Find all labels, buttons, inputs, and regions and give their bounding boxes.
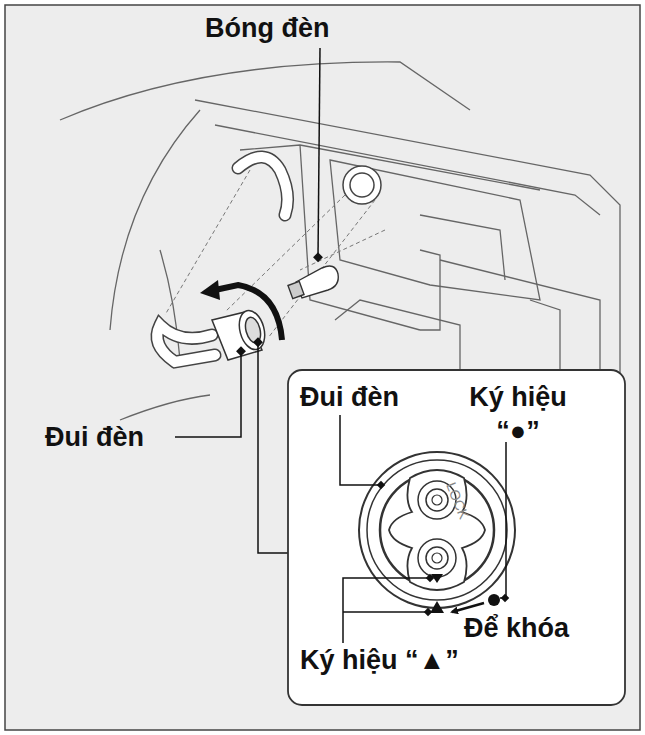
inset-box bbox=[288, 370, 625, 705]
leader-dot bbox=[377, 481, 509, 616]
leader-line bbox=[340, 415, 506, 643]
socket-detail bbox=[359, 452, 515, 608]
guide-line bbox=[300, 230, 385, 270]
mark-label: Ký hiệu “▲” bbox=[300, 644, 620, 678]
rotation-arrow bbox=[215, 285, 282, 340]
socket-hole bbox=[343, 166, 381, 204]
socket-detail bbox=[426, 547, 448, 569]
wire bbox=[238, 157, 288, 215]
body-sketch bbox=[335, 300, 460, 370]
part-label: Đui đèn bbox=[45, 421, 180, 455]
body-sketch bbox=[110, 110, 200, 330]
outer-frame bbox=[5, 5, 640, 730]
socket-hole bbox=[343, 166, 381, 204]
body-sketch bbox=[420, 215, 505, 280]
leader-line bbox=[258, 343, 288, 553]
body-sketch bbox=[60, 62, 620, 420]
lamp-socket bbox=[235, 308, 269, 353]
action-label: Để khóa bbox=[464, 612, 614, 646]
leader-dot bbox=[253, 337, 263, 347]
leader-dot bbox=[377, 481, 385, 489]
leader-line bbox=[175, 343, 288, 553]
leader-line bbox=[313, 48, 323, 262]
mark-label: Ký hiệu “●” bbox=[462, 381, 574, 449]
lamp-socket bbox=[212, 308, 269, 360]
socket-detail bbox=[367, 460, 507, 600]
leader-line bbox=[343, 611, 428, 613]
wire bbox=[157, 325, 215, 362]
body-sketch bbox=[60, 62, 470, 120]
wire bbox=[157, 157, 287, 362]
socket-hole bbox=[350, 173, 374, 197]
leader-line bbox=[313, 252, 323, 262]
circle-mark bbox=[488, 594, 500, 606]
socket-detail bbox=[432, 553, 442, 563]
bulb bbox=[288, 281, 304, 298]
socket-detail bbox=[432, 495, 442, 505]
triangle-mark bbox=[430, 601, 444, 613]
wire bbox=[157, 325, 215, 362]
lock-arrow bbox=[452, 603, 484, 612]
part-label: Bóng đèn bbox=[205, 12, 375, 46]
socket-detail bbox=[389, 470, 485, 590]
leader-dot bbox=[501, 594, 509, 602]
leader-dot bbox=[236, 346, 246, 356]
body-sketch bbox=[120, 395, 210, 420]
rotation-arrow-head bbox=[200, 280, 220, 300]
leader-line bbox=[500, 442, 506, 598]
leader-line bbox=[340, 415, 381, 485]
socket-detail bbox=[359, 452, 515, 608]
body-sketch bbox=[215, 125, 600, 215]
part-label: Đui đèn bbox=[300, 381, 435, 415]
socket-detail bbox=[418, 539, 456, 577]
guide-line bbox=[165, 170, 250, 315]
bulb bbox=[288, 266, 338, 299]
leader-line bbox=[318, 48, 320, 258]
leader-line bbox=[175, 352, 241, 437]
leader-dot bbox=[426, 574, 434, 582]
body-sketch bbox=[330, 160, 540, 300]
leader-dot bbox=[424, 608, 432, 616]
leader-line bbox=[343, 578, 430, 643]
wire bbox=[238, 157, 288, 215]
